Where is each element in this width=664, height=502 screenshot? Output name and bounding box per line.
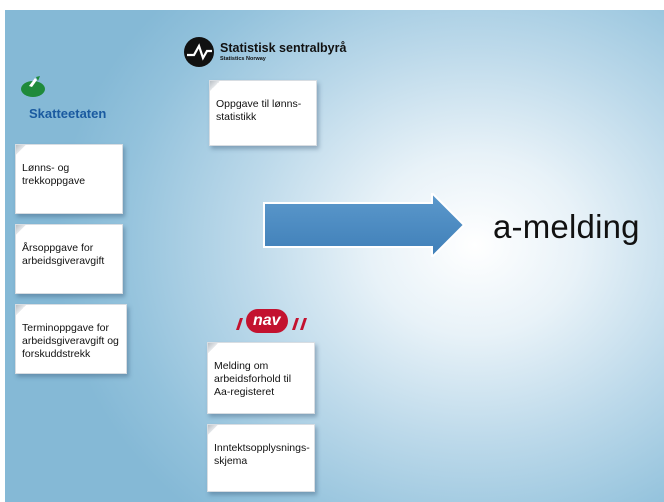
document-terminoppgave: Terminoppgave for arbeidsgiveravgift og … xyxy=(15,304,127,374)
folded-corner xyxy=(16,225,26,235)
skatteetaten-logo-icon xyxy=(21,76,45,97)
ssb-subtitle: Statistics Norway xyxy=(220,56,266,62)
document-lonns-og-trekkoppgave: Lønns- og trekkoppgave xyxy=(15,144,123,214)
nav-logo-icon xyxy=(236,309,307,333)
arrow-right-icon xyxy=(263,193,466,257)
skatteetaten-name: Skatteetaten xyxy=(29,106,107,121)
document-melding-om-arbeidsforhold: Melding om arbeidsforhold til Aa-registe… xyxy=(207,342,315,414)
slide-background: Skatteetaten Lønns- og trekkoppgave Årso… xyxy=(5,10,664,502)
document-label: Terminoppgave for arbeidsgiveravgift og … xyxy=(22,322,119,360)
document-arsoppgave: Årsoppgave for arbeidsgiveravgift xyxy=(15,224,123,294)
folded-corner xyxy=(210,81,220,91)
document-label: Lønns- og trekkoppgave xyxy=(22,162,86,187)
document-label: Årsoppgave for arbeidsgiveravgift xyxy=(22,242,105,267)
folded-corner xyxy=(208,425,218,435)
document-oppgave-til-lonnsstatistikk: Oppgave til lønns- statistikk xyxy=(209,80,317,146)
ssb-logo: Statistisk sentralbyrå Statistics Norway xyxy=(183,36,383,72)
skatteetaten-logo: Skatteetaten xyxy=(19,76,119,126)
result-title: a-melding xyxy=(493,208,640,245)
folded-corner xyxy=(16,305,26,315)
document-label: Inntektsopplysnings- skjema xyxy=(214,442,310,467)
nav-name: nav xyxy=(253,312,281,329)
folded-corner xyxy=(208,343,218,353)
document-label: Melding om arbeidsforhold til Aa-registe… xyxy=(214,360,292,398)
document-label: Oppgave til lønns- statistikk xyxy=(216,98,302,123)
ssb-name: Statistisk sentralbyrå xyxy=(220,41,347,55)
ssb-logo-icon xyxy=(184,37,214,67)
document-inntektsopplysningsskjema: Inntektsopplysnings- skjema xyxy=(207,424,315,492)
folded-corner xyxy=(16,145,26,155)
nav-logo: nav xyxy=(234,308,314,334)
